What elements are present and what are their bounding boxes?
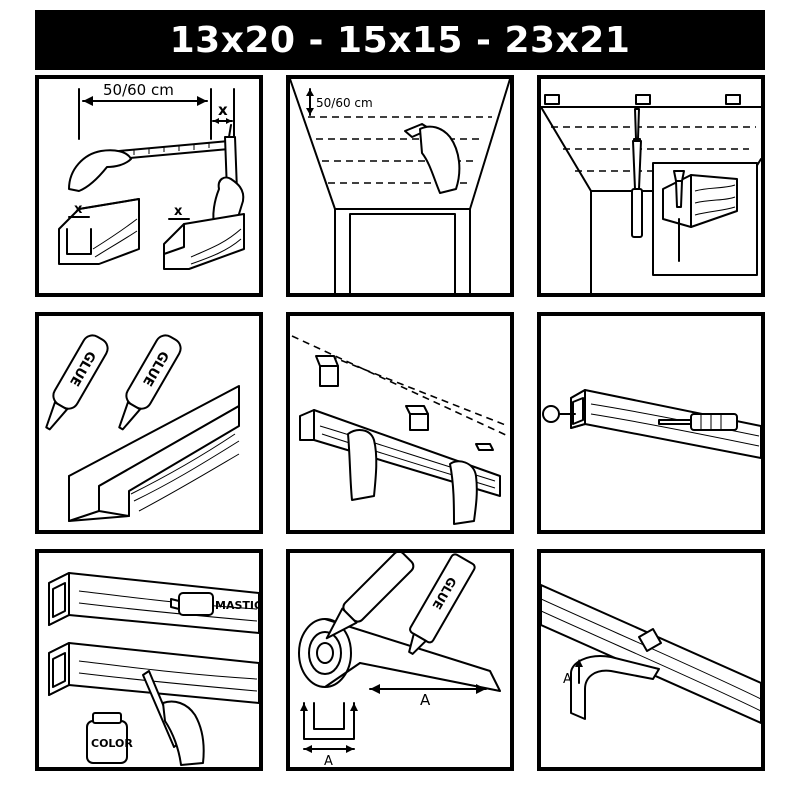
panel-tape-glue-illustration: GLUE A A [298,553,501,767]
panel-fix-blocks [537,75,765,297]
panel-screw-beam [537,312,765,534]
dimension-label-a-strap: A [563,672,572,687]
panel-mount-beam [286,312,514,534]
color-label: COLOR [91,737,133,750]
panel-mastic-color: MASTIC COLOR [35,549,263,771]
spacing-label: 50/60 cm [316,96,373,110]
panel-screw-beam-illustration [542,389,761,459]
x-label-right: x [174,204,183,219]
mastic-label: MASTIC [215,599,259,612]
x-label-left: x [74,202,83,217]
x-label: x [218,101,228,119]
title-bar: 13x20 - 15x15 - 23x21 [35,10,765,70]
panel-fix-blocks-illustration [541,94,761,293]
panel-apply-glue-illustration: GLUE GLUE [45,334,240,522]
panel-tape-glue: GLUE A A [286,549,514,771]
spacing-label: 50/60 cm [103,81,174,99]
panel-apply-glue: GLUE GLUE [35,312,263,534]
dimension-label-a-profile: A [324,754,333,767]
panel-measure: 50/60 cm x x x [35,75,263,297]
panel-ceiling-marking: 50/60 cm [286,75,514,297]
panel-ceiling-marking-illustration: 50/60 cm [290,79,510,293]
panel-finish-strap: A [537,549,765,771]
diagram-title: 13x20 - 15x15 - 23x21 [169,19,631,61]
panel-finish-strap-illustration: A [541,584,761,724]
dimension-label-a: A [420,691,431,709]
panel-mount-beam-illustration [291,335,509,525]
panel-measure-illustration: 50/60 cm x x x [58,81,245,270]
panel-mastic-color-illustration: MASTIC COLOR [48,572,259,766]
